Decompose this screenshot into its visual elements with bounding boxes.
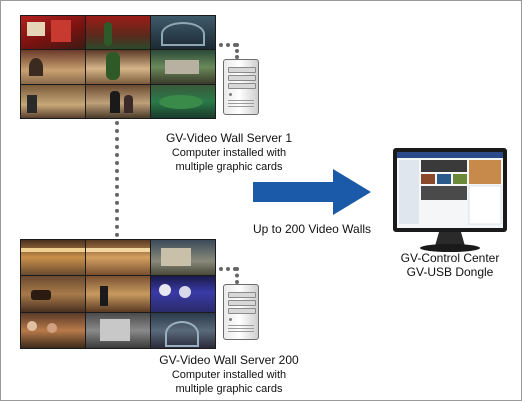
wall-1-screen [151, 50, 215, 84]
wall-200-screen [86, 240, 150, 276]
video-wall-200 [20, 239, 216, 349]
wall-200-screen [21, 240, 85, 276]
control-center-label: GV-Control Center [400, 251, 500, 265]
wall-200-screen [21, 276, 85, 312]
wall-1-screen [86, 84, 150, 118]
arrow-label: Up to 200 Video Walls [252, 222, 372, 236]
server-200-connector [235, 267, 239, 284]
wall-link-connector [115, 121, 119, 237]
server-1-desc-line1: Computer installed with [171, 147, 287, 159]
wall-1-screen [151, 16, 215, 50]
wall-1-screen [21, 84, 85, 118]
server-1-desc-line2: multiple graphic cards [175, 161, 283, 173]
wall-1-screen [21, 50, 85, 84]
wall-200-screen [86, 276, 150, 312]
server-200-icon [223, 284, 259, 340]
server-200-desc-line1: Computer installed with [171, 369, 287, 381]
usb-dongle-label: GV-USB Dongle [406, 265, 494, 279]
wall-1-screen [86, 16, 150, 50]
server-1-icon [223, 59, 259, 115]
wall-200-screen [86, 312, 150, 348]
wall-200-screen [151, 312, 215, 348]
wall-1-screen [21, 16, 85, 50]
server-1-name: GV-Video Wall Server 1 [165, 131, 293, 145]
video-wall-1 [20, 15, 216, 119]
server-1-caption: GV-Video Wall Server 1 Computer installe… [159, 131, 299, 174]
wall-200-screen [21, 312, 85, 348]
control-caption: GV-Control Center GV-USB Dongle [383, 251, 517, 279]
wall-200-screen [151, 276, 215, 312]
wall-200-screen [151, 240, 215, 276]
server-1-connector [219, 43, 237, 47]
server-1-connector [235, 43, 239, 59]
wall-1-screen [86, 50, 150, 84]
monitor-icon [393, 148, 507, 252]
server-200-connector [219, 267, 237, 271]
wall-1-screen [151, 84, 215, 118]
server-200-desc-line2: multiple graphic cards [175, 383, 283, 395]
server-200-name: GV-Video Wall Server 200 [159, 353, 299, 367]
server-200-caption: GV-Video Wall Server 200 Computer instal… [151, 353, 307, 396]
arrow-icon [253, 169, 371, 215]
